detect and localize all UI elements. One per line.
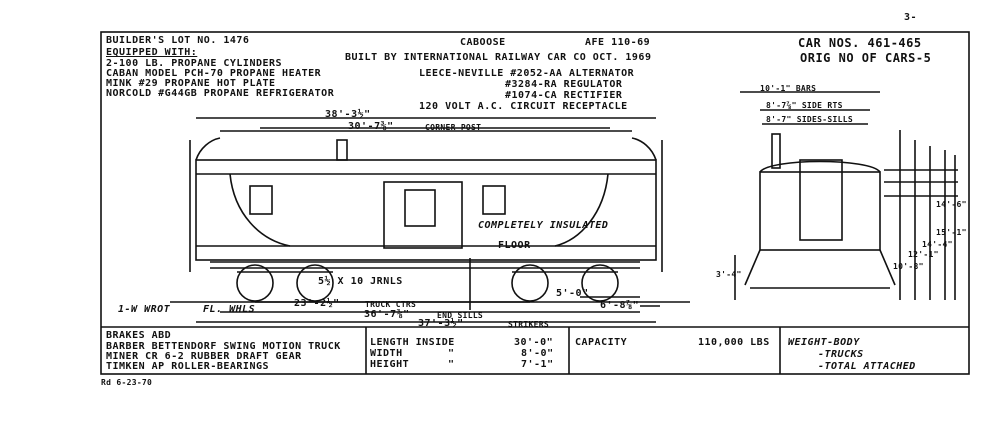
electrical-item: LEECE-NEVILLE #2052-AA ALTERNATOR xyxy=(419,68,635,79)
car-numbers: CAR NOS. 461-465 xyxy=(798,36,922,50)
truck-centers-label: TRUCK CTRS xyxy=(365,300,417,309)
height-dash: " xyxy=(448,359,455,370)
end-height: 14'-4" xyxy=(922,240,953,249)
strikers-value: 37'-3½" xyxy=(418,318,464,329)
height-label: HEIGHT xyxy=(370,359,410,370)
afe-number: AFE 110-69 xyxy=(585,37,651,48)
bearings: TIMKEN AP ROLLER-BEARINGS xyxy=(106,361,270,372)
end-height: 15'-1" xyxy=(936,228,967,237)
end-side-rts: 8'-7⅞" SIDE RTS xyxy=(766,101,843,110)
corner-mark: 3- xyxy=(904,12,918,23)
cupola-label: CORNER POST xyxy=(425,123,482,132)
end-height: 10'-8" xyxy=(893,262,924,271)
equipped-with-heading: EQUIPPED WITH: xyxy=(106,47,198,58)
weight-total: -TOTAL ATTACHED xyxy=(818,361,916,372)
width-value: 8'-0" xyxy=(521,348,554,359)
capacity-weight: 110,000 LBS xyxy=(698,337,770,348)
width-dash: " xyxy=(448,348,455,359)
strikers-label: STRIKERS xyxy=(508,320,549,329)
wheel-type: 1-W WROT xyxy=(118,304,171,315)
brakes: BRAKES ABD xyxy=(106,330,172,341)
draft-gear: MINER CR 6-2 RUBBER DRAFT GEAR xyxy=(106,351,302,362)
overall-length: 38'-3½" xyxy=(325,109,371,120)
builders-lot: BUILDER'S LOT NO. 1476 xyxy=(106,35,250,46)
insulated-note: COMPLETELY INSULATED xyxy=(478,220,609,231)
cupola-dim: 30'-7⅜" xyxy=(348,121,394,132)
car-type: CABOOSE xyxy=(460,37,506,48)
weight-trucks: -TRUCKS xyxy=(818,349,864,360)
end-sills-value: 36'-7⅜" xyxy=(364,309,410,320)
electrical-item: #1074-CA RECTIFIER xyxy=(505,90,623,101)
wheels-label: FL. WHLS xyxy=(203,304,256,315)
capacity-label: CAPACITY xyxy=(575,337,628,348)
electrical-item: #3284-RA REGULATOR xyxy=(505,79,623,90)
equipment-item: NORCOLD #G44GB PROPANE REFRIGERATOR xyxy=(106,88,335,99)
journals-label: 5½ X 10 JRNLS xyxy=(318,276,403,287)
end-bars: 10'-1" BARS xyxy=(760,84,817,93)
end-dim-3-4: 3'-4" xyxy=(716,270,742,279)
end-side-sills: 8'-7" SIDES-SILLS xyxy=(766,115,853,124)
built-by: BUILT BY INTERNATIONAL RAILWAY CAR CO OC… xyxy=(345,52,652,63)
trucks: BARBER BETTENDORF SWING MOTION TRUCK xyxy=(106,341,341,352)
dim-6-8: 6'-8⅞" xyxy=(600,300,640,311)
electrical-item: 120 VOLT A.C. CIRCUIT RECEPTACLE xyxy=(419,101,628,112)
height-value: 7'-1" xyxy=(521,359,554,370)
width-label: WIDTH xyxy=(370,348,403,359)
equipment-item: MINK #29 PROPANE HOT PLATE xyxy=(106,78,276,89)
truck-centers-value: 23'-2½" xyxy=(294,298,340,309)
length-label: LENGTH INSIDE xyxy=(370,337,455,348)
weight-body: WEIGHT-BODY xyxy=(788,337,860,348)
orig-no-cars: ORIG NO OF CARS-5 xyxy=(800,51,932,65)
length-value: 30'-0" xyxy=(514,337,554,348)
end-height: 12'-1" xyxy=(908,250,939,259)
dim-5-0: 5'-0" xyxy=(556,288,589,299)
revision-date: Rd 6-23-70 xyxy=(101,378,153,387)
end-height: 14'-6" xyxy=(936,200,967,209)
equipment-item: 2-100 LB. PROPANE CYLINDERS xyxy=(106,58,283,69)
floor-label: FLOOR xyxy=(498,240,531,251)
equipment-item: CABAN MODEL PCH-70 PROPANE HEATER xyxy=(106,68,322,79)
end-sills-label: END SILLS xyxy=(437,311,484,320)
